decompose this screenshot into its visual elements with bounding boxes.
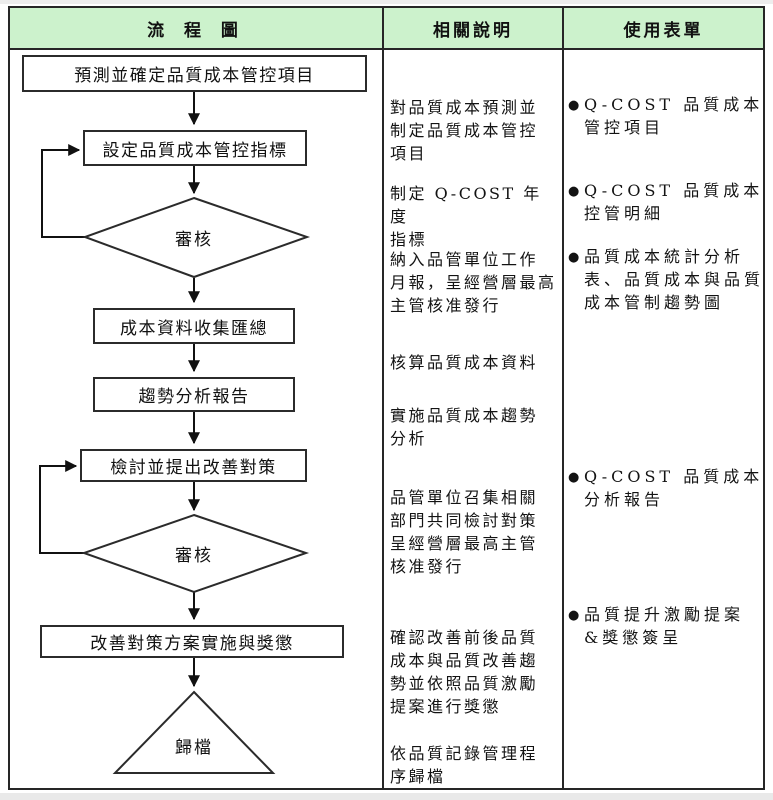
form-item-text: Q-COST 品質成本 管控項目 <box>584 95 764 137</box>
form-item-4: ● Q-COST 品質成本 分析報告 <box>568 465 764 511</box>
description-item-4: 核算品質成本資料 <box>390 353 539 372</box>
header-flowchart: 流 程 圖 <box>147 20 245 41</box>
column-divider-1 <box>382 8 384 788</box>
bullet-icon: ● <box>568 250 580 265</box>
form-item-text: 品質提升激勵提案 &獎懲簽呈 <box>584 605 745 647</box>
flow-feedback-loop-1 <box>41 144 85 238</box>
form-item-text: Q-COST 品質成本 分析報告 <box>584 467 764 509</box>
flow-step-improvement-measures: 檢討並提出改善對策 <box>80 449 307 482</box>
flow-step-implement-reward: 改善對策方案實施與獎懲 <box>40 625 344 658</box>
form-item-text: Q-COST 品質成本 控管明細 <box>584 181 764 223</box>
form-item-2: ● Q-COST 品質成本 控管明細 <box>568 179 764 225</box>
flow-step-set-indicators: 設定品質成本管控指標 <box>83 130 307 166</box>
bullet-icon: ● <box>568 608 580 623</box>
bullet-icon: ● <box>568 470 580 485</box>
description-item-7: 確認改善前後品質 成本與品質改善趨 勢並依照品質激勵 提案進行獎懲 <box>390 628 539 716</box>
terminator-archive-shape <box>112 690 276 774</box>
scan-edge-bottom <box>0 793 773 800</box>
form-item-1: ● Q-COST 品質成本 管控項目 <box>568 93 764 139</box>
decision-review-1-shape <box>82 196 311 279</box>
bullet-icon: ● <box>568 98 580 113</box>
description-item-5: 實施品質成本趨勢 分析 <box>390 406 539 448</box>
description-item-3: 納入品管單位工作 月報，呈經營層最高 主管核准發行 <box>390 250 557 315</box>
header-row-background <box>10 8 763 48</box>
description-item-6: 品管單位召集相關 部門共同檢討對策 呈經營層最高主管 核准發行 <box>390 488 539 576</box>
column-divider-2 <box>562 8 564 788</box>
description-item-2: 制定 Q-COST 年度 指標 <box>390 184 542 249</box>
decision-review-2-shape <box>80 513 310 594</box>
flow-step-trend-report: 趨勢分析報告 <box>93 377 295 412</box>
form-item-5: ● 品質提升激勵提案 &獎懲簽呈 <box>568 603 764 649</box>
description-item-8: 依品質記錄管理程 序歸檔 <box>390 744 539 786</box>
flow-decision-review-2-label: 審核 <box>175 545 213 566</box>
header-description: 相關說明 <box>433 20 513 41</box>
flow-feedback-loop-2 <box>39 460 84 554</box>
scan-edge-top <box>0 0 773 4</box>
form-item-3: ● 品質成本統計分析 表、品質成本與品質 成本管制趨勢圖 <box>568 245 764 314</box>
flow-decision-review-1-label: 審核 <box>175 229 213 250</box>
flow-step-collect-cost-data: 成本資料收集匯總 <box>93 308 295 344</box>
flow-terminator-archive-label: 歸檔 <box>175 737 213 758</box>
bullet-icon: ● <box>568 184 580 199</box>
header-forms: 使用表單 <box>623 20 704 41</box>
form-item-text: 品質成本統計分析 表、品質成本與品質 成本管制趨勢圖 <box>584 247 765 312</box>
flow-step-predict-items: 預測並確定品質成本管控項目 <box>22 55 367 92</box>
header-separator <box>10 48 763 50</box>
description-item-1: 對品質成本預測並 制定品質成本管控 項目 <box>390 98 539 163</box>
